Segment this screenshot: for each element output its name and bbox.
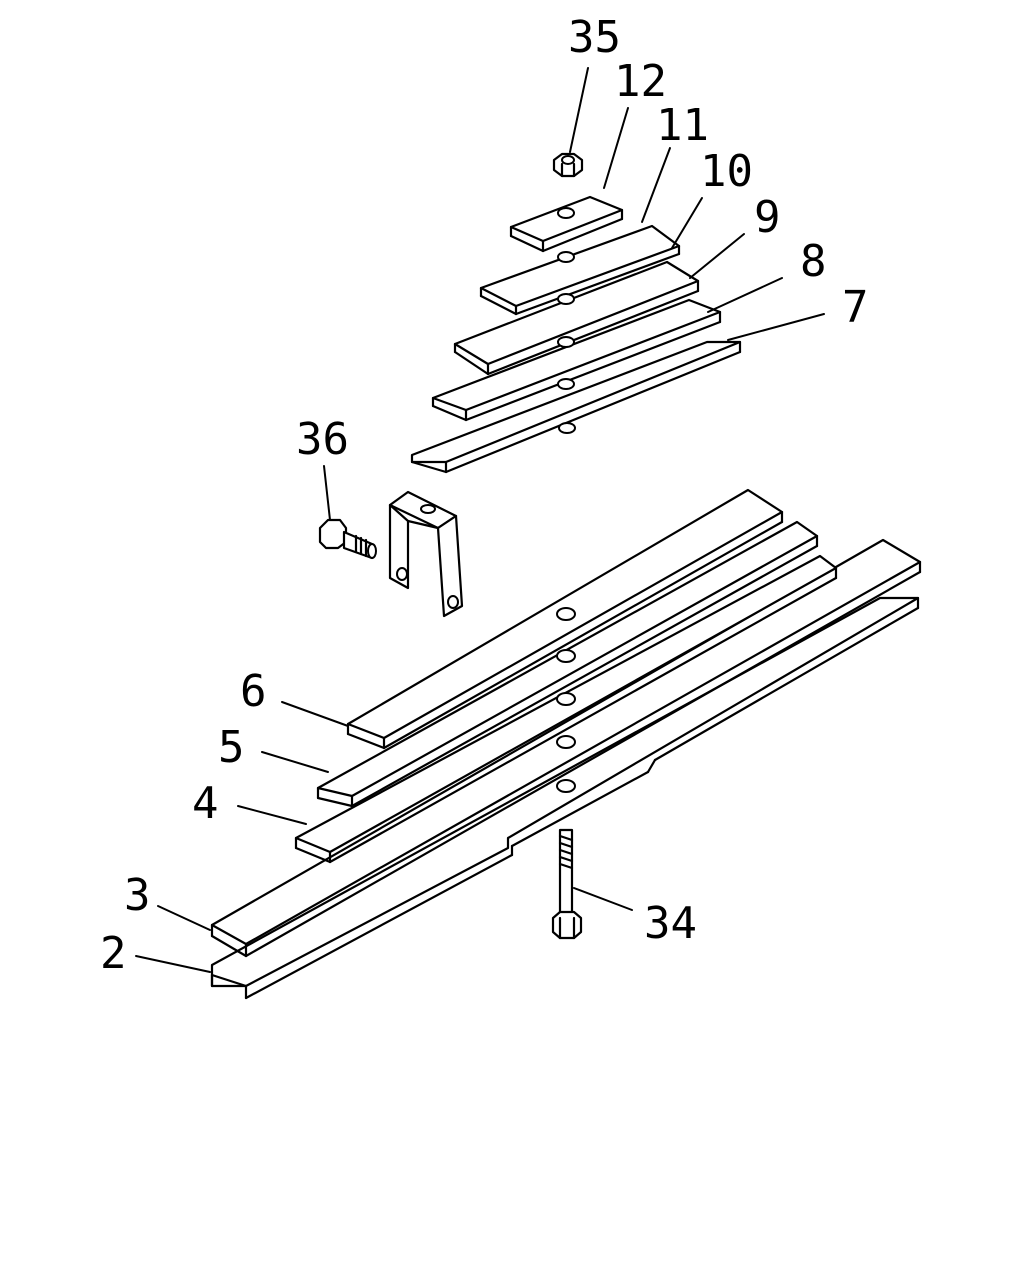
callout-3: 3 — [124, 870, 151, 921]
leaf-10 — [479, 224, 681, 316]
leaf-7 — [410, 340, 742, 474]
callout-6: 6 — [240, 666, 267, 717]
callout-35: 35 — [568, 12, 621, 63]
callout-2: 2 — [100, 928, 127, 979]
callout-labels: 35 12 11 10 9 8 7 36 6 5 4 3 2 34 — [100, 12, 869, 979]
callout-8: 8 — [800, 236, 827, 287]
callout-11: 11 — [656, 100, 709, 151]
nut-35 — [552, 152, 584, 178]
leaf-9 — [453, 260, 700, 376]
leaf-8 — [431, 298, 722, 422]
spring-clip — [388, 490, 464, 618]
leaf-6 — [346, 488, 784, 750]
callout-10: 10 — [700, 146, 753, 197]
bolt-36 — [318, 518, 377, 560]
callout-4: 4 — [192, 778, 219, 829]
callout-9: 9 — [754, 192, 781, 243]
leaf-11 — [509, 195, 624, 263]
center-bolt-34 — [551, 828, 583, 940]
callout-5: 5 — [218, 722, 245, 773]
callout-12: 12 — [614, 56, 667, 107]
leader-lines — [135, 67, 825, 973]
callout-34: 34 — [644, 898, 697, 949]
callout-36: 36 — [296, 414, 349, 465]
callout-7: 7 — [842, 282, 869, 333]
